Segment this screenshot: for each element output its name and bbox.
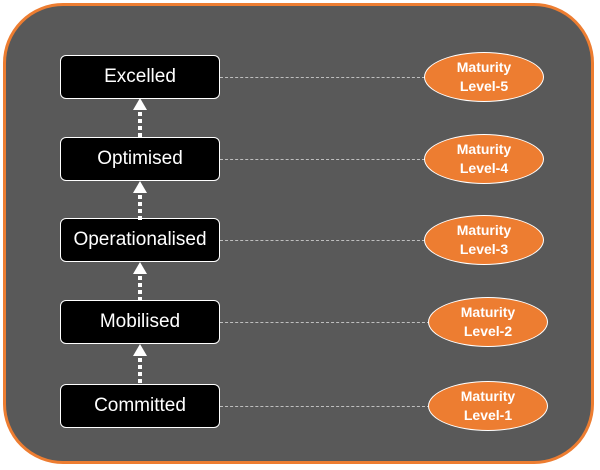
level-title: Maturity bbox=[456, 59, 512, 75]
level-number: Level-2 bbox=[463, 323, 513, 339]
stage-label: Optimised bbox=[97, 148, 183, 169]
level-number: Level-5 bbox=[459, 78, 509, 94]
up-arrow-icon bbox=[133, 98, 147, 138]
connector-line-1 bbox=[220, 406, 430, 407]
connector-line-3 bbox=[220, 240, 425, 241]
level-number: Level-3 bbox=[459, 241, 509, 257]
connector-line-5 bbox=[220, 77, 425, 78]
stage-box-committed: Committed bbox=[60, 384, 220, 428]
connector-line-4 bbox=[220, 159, 425, 160]
up-arrow-icon bbox=[133, 262, 147, 302]
connector-line-2 bbox=[220, 322, 430, 323]
up-arrow-icon bbox=[133, 344, 147, 384]
level-title: Maturity bbox=[456, 222, 512, 238]
level-title: Maturity bbox=[460, 304, 516, 320]
stage-box-operationalised: Operationalised bbox=[60, 218, 220, 262]
stage-label: Mobilised bbox=[99, 311, 181, 332]
stage-label: Operationalised bbox=[73, 229, 207, 250]
stage-label: Committed bbox=[94, 395, 186, 416]
stage-box-excelled: Excelled bbox=[60, 55, 220, 99]
stage-label: Excelled bbox=[104, 66, 176, 87]
stage-box-optimised: Optimised bbox=[60, 137, 220, 181]
level-number: Level-1 bbox=[463, 407, 513, 423]
stage-box-mobilised: Mobilised bbox=[60, 300, 220, 344]
level-title: Maturity bbox=[460, 388, 516, 404]
level-number: Level-4 bbox=[459, 160, 509, 176]
up-arrow-icon bbox=[133, 181, 147, 221]
level-title: Maturity bbox=[456, 141, 512, 157]
